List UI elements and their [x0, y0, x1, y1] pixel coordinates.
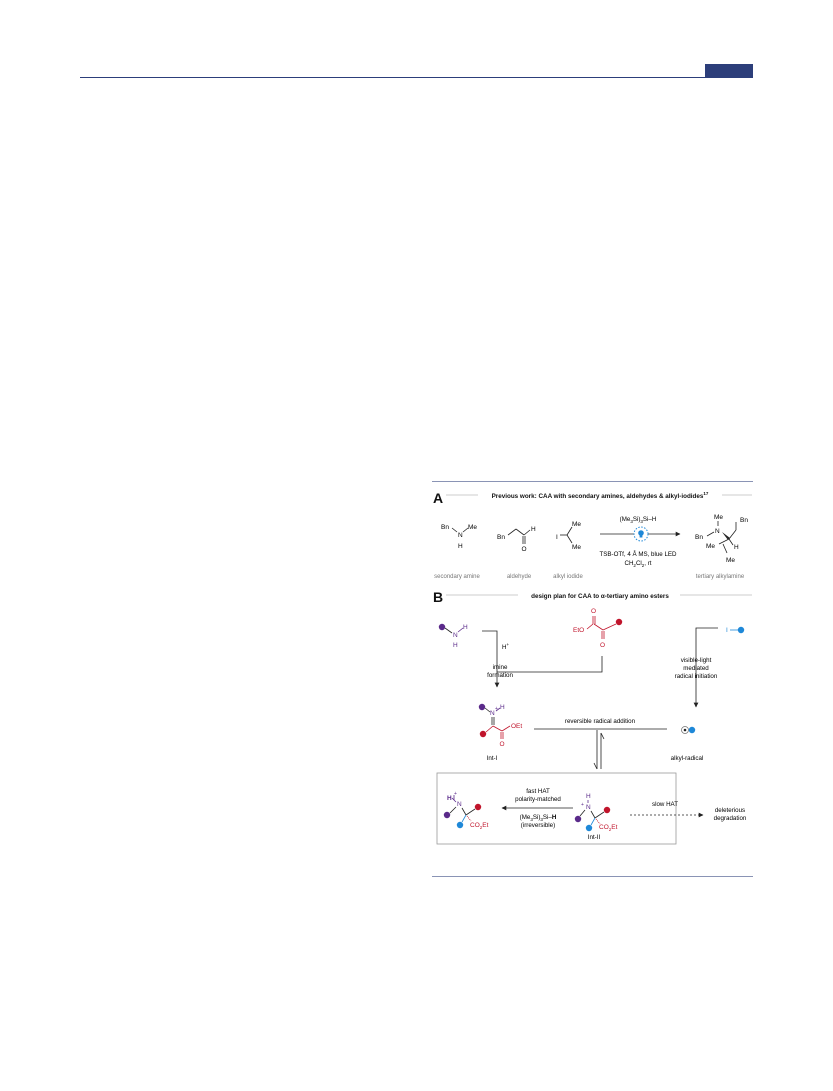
- secondary-amine-structure: Bn N Me H: [441, 524, 477, 550]
- fast-hat-label-2: polarity-matched: [515, 796, 561, 803]
- scheme-top-rule: [432, 481, 753, 482]
- silane-label: (Me3Si)3Si–H: [520, 814, 557, 822]
- iodide-reagent: I: [726, 626, 745, 634]
- panel-b-letter: B: [433, 589, 443, 605]
- header-tab: [705, 64, 753, 78]
- tertiary-alkylamine-structure: Me N Bn Bn Me H Me: [695, 514, 748, 564]
- alkyl-iodide-label: alkyl iodide: [553, 574, 583, 580]
- svg-text:H: H: [458, 543, 463, 550]
- vis-label-3: radical initiation: [675, 673, 718, 680]
- amino-ester-product-structure: H + N CO2Et: [443, 791, 489, 830]
- svg-text:H: H: [453, 642, 458, 649]
- header-rule: [80, 77, 753, 78]
- aldehyde-structure: Bn H O: [497, 526, 536, 553]
- alkyl-radical-label: alkyl-radical: [671, 755, 704, 762]
- svg-text:H: H: [586, 793, 591, 800]
- ketoester-join-line: [497, 656, 603, 673]
- svg-text:Bn: Bn: [497, 534, 505, 541]
- product-co2et: CO2Et: [470, 822, 489, 830]
- svg-text:Bn: Bn: [441, 524, 449, 531]
- svg-text:Bn: Bn: [740, 517, 748, 524]
- panel-a-letter: A: [433, 490, 443, 506]
- alkyl-radical-structure: [681, 726, 696, 734]
- slow-hat-label: slow HAT: [652, 801, 678, 808]
- int-i-label: Int-I: [487, 755, 498, 762]
- svg-text:N: N: [457, 801, 462, 808]
- conditions-line-2: CH2Cl2, rt: [624, 560, 651, 568]
- svg-text:Me: Me: [572, 544, 581, 551]
- svg-text:N: N: [715, 528, 720, 535]
- irreversible-label: (irreversible): [521, 822, 555, 829]
- svg-text:Me: Me: [572, 521, 581, 528]
- svg-text:O: O: [591, 608, 596, 615]
- int-ii-co2et: CO2Et: [599, 824, 618, 832]
- svg-text:H: H: [531, 526, 536, 533]
- svg-text:OEt: OEt: [511, 723, 522, 730]
- svg-text:H: H: [500, 704, 505, 711]
- panel-b-title: design plan for CAA to α-tertiary amino …: [531, 593, 669, 600]
- svg-text:Me: Me: [726, 557, 735, 564]
- svg-text:N: N: [490, 710, 495, 717]
- secondary-amine-label: secondary amine: [434, 574, 480, 580]
- svg-text:Bn: Bn: [695, 534, 703, 541]
- svg-text:N: N: [458, 532, 463, 539]
- degradation-label-2: degradation: [714, 815, 747, 822]
- int-i-structure: N + H OEt O: [478, 703, 522, 748]
- reversible-label: reversible radical addition: [565, 718, 636, 725]
- imine-arrow: [482, 630, 500, 688]
- h-plus: H+: [502, 642, 509, 651]
- svg-text:+: +: [454, 791, 457, 797]
- fast-hat-label-1: fast HAT: [526, 788, 550, 795]
- svg-text:I: I: [556, 534, 558, 541]
- ketoester-structure: EtO O O: [573, 608, 623, 649]
- svg-text:O: O: [500, 741, 505, 748]
- svg-text:O: O: [522, 546, 527, 553]
- imine-label-1: imine: [493, 664, 508, 671]
- svg-text:O: O: [600, 642, 605, 649]
- vis-label-2: mediated: [683, 665, 709, 672]
- svg-text:+: +: [495, 706, 498, 712]
- svg-text:N: N: [586, 804, 591, 811]
- tertiary-alkylamine-label: tertiary alkylamine: [696, 574, 745, 580]
- int-ii-label: Int-II: [588, 834, 601, 841]
- svg-text:H: H: [734, 544, 739, 551]
- imine-label-2: formation: [487, 672, 513, 679]
- blue-led-icon: [633, 526, 649, 542]
- hat-box: [436, 772, 677, 845]
- svg-text:I: I: [726, 627, 728, 634]
- radical-initiation-arrow: [693, 627, 718, 708]
- svg-text:EtO: EtO: [573, 627, 584, 634]
- svg-text:+: +: [581, 802, 584, 808]
- svg-text:H: H: [463, 624, 468, 631]
- scheme-bottom-rule: [432, 876, 753, 877]
- svg-text:Me: Me: [468, 524, 477, 531]
- reagent-silane: (Me3Si)3Si–H: [620, 516, 657, 524]
- degradation-label-1: deleterious: [715, 807, 745, 814]
- reaction-scheme: A Previous work: CAA with secondary amin…: [433, 490, 752, 845]
- conditions-line-1: TSB-OTf, 4 Å MS, blue LED: [599, 551, 677, 558]
- svg-text:Me: Me: [714, 514, 723, 521]
- int-ii-structure: H + N CO2Et: [574, 793, 618, 832]
- alkyl-iodide-structure: I Me Me: [556, 521, 581, 551]
- svg-text:Me: Me: [706, 543, 715, 550]
- aldehyde-label: aldehyde: [507, 574, 532, 580]
- vis-label-1: visible-light: [681, 657, 712, 664]
- svg-text:H: H: [447, 795, 452, 802]
- svg-text:N: N: [453, 632, 458, 639]
- primary-amine-structure: N H H: [438, 623, 468, 649]
- panel-a-title: Previous work: CAA with secondary amines…: [492, 491, 709, 500]
